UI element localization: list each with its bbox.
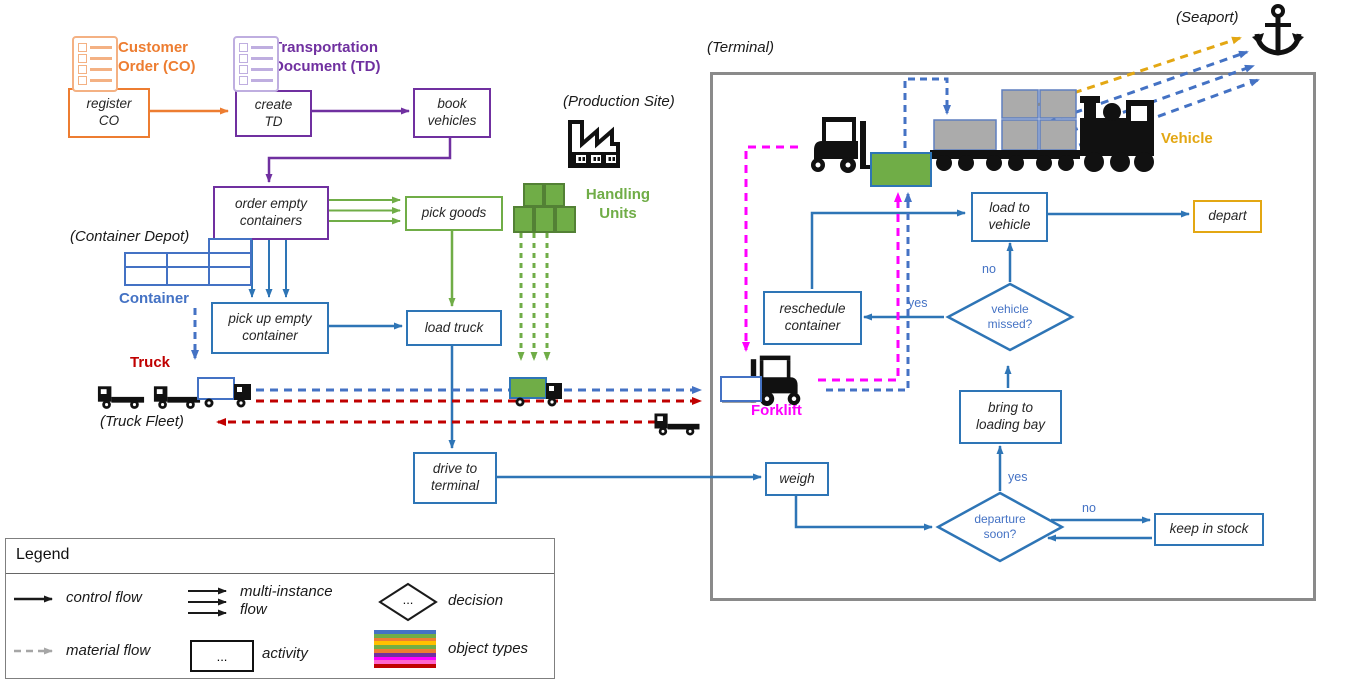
legend-material-flow-label: material flow: [66, 642, 151, 659]
activity-book-vehicles: book vehicles: [413, 88, 491, 138]
legend-object-types-label: object types: [448, 640, 529, 657]
truck-icon: [97, 386, 145, 409]
activity-load-truck: load truck: [406, 310, 502, 346]
legend-activity-placeholder: ...: [216, 648, 228, 664]
legend-multi-instance-label: multi-instance flow: [240, 583, 333, 618]
activity-order-empty-containers: order empty containers: [213, 186, 329, 240]
object-types-swatch: [374, 630, 436, 668]
terminal-region: [710, 72, 1316, 601]
activity-keep-in-stock: keep in stock: [1154, 513, 1264, 546]
activity-reschedule-container: reschedule container: [763, 291, 862, 345]
location-container-depot: (Container Depot): [70, 228, 190, 245]
edge-label-ds-no: no: [1082, 501, 1096, 515]
activity-pick-goods: pick goods: [405, 196, 503, 231]
legend-title: Legend: [6, 539, 554, 574]
edge-label-vm-no: no: [982, 262, 996, 276]
loaded-truck-icon: [509, 377, 562, 407]
activity-load-to-vehicle: load to vehicle: [971, 192, 1048, 242]
container-on-forklift-icon: [870, 152, 932, 187]
edge-label-ds-yes: yes: [1008, 470, 1028, 484]
document-icon-customer-order: [72, 36, 118, 92]
location-terminal: (Terminal): [707, 39, 774, 56]
legend-control-flow-label: control flow: [66, 589, 142, 606]
train-icon: [930, 89, 1154, 172]
decision-departure-soon: departure soon?: [974, 512, 1026, 541]
edge-label-vm-yes: yes: [908, 296, 928, 310]
truck-icon: [153, 386, 201, 409]
activity-pick-up-empty-container: pick up empty container: [211, 302, 329, 354]
activity-bring-to-loading-bay: bring to loading bay: [959, 390, 1062, 444]
label-container: Container: [119, 290, 190, 307]
label-vehicle: Vehicle: [1161, 130, 1213, 147]
legend-decision-placeholder: ...: [402, 592, 414, 607]
returning-truck-icon: [654, 413, 700, 436]
legend-activity-label: activity: [262, 645, 308, 662]
legend: Legend: [5, 538, 555, 679]
box-truck-icon: [197, 377, 251, 408]
location-production-site: (Production Site): [563, 93, 675, 110]
label-forklift: Forklift: [751, 402, 802, 419]
decision-vehicle-missed: vehicle missed?: [987, 302, 1033, 331]
location-seaport: (Seaport): [1176, 9, 1239, 26]
legend-activity-shape: ...: [190, 640, 254, 672]
legend-decision-label: decision: [448, 592, 504, 609]
anchor-icon: [1252, 4, 1304, 56]
pallet-box-icon: [720, 376, 762, 402]
factory-icon: [568, 120, 620, 168]
label-handling-units: Handling Units: [585, 186, 651, 222]
document-icon-transportation-document: [233, 36, 279, 92]
label-customer-order: Customer Order (CO): [118, 39, 196, 75]
activity-create-td: create TD: [235, 90, 312, 137]
location-truck-fleet: (Truck Fleet): [100, 413, 184, 430]
activity-depart: depart: [1193, 200, 1262, 233]
activity-weigh: weigh: [765, 462, 829, 496]
label-truck: Truck: [130, 354, 171, 371]
label-transportation-document: Transportation Document (TD): [273, 39, 381, 75]
activity-drive-to-terminal: drive to terminal: [413, 452, 497, 504]
activity-register-co: register CO: [68, 88, 150, 138]
